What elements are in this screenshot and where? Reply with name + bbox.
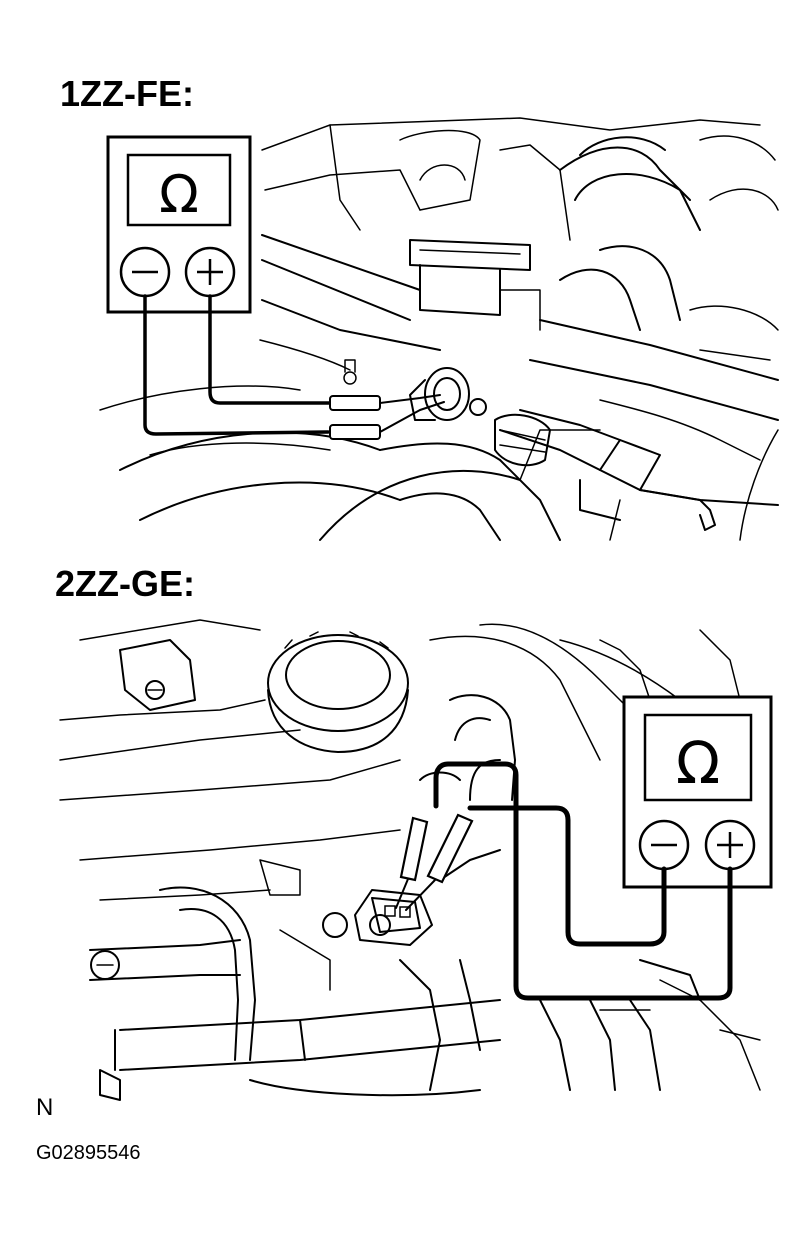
orientation-mark: N	[36, 1094, 54, 1121]
positive-lead-top	[208, 294, 332, 405]
ohmmeter-top: Ω	[106, 135, 252, 314]
positive-lead-bottom	[433, 761, 733, 1001]
ohmmeter-top-display	[126, 153, 232, 227]
ohm-symbol-bottom: Ω	[676, 729, 720, 797]
negative-lead-bottom	[467, 805, 667, 947]
figure-code: G02895546	[36, 1142, 141, 1164]
test-leads-bottom	[395, 761, 733, 1001]
negative-lead-top	[143, 294, 330, 436]
ohmmeter-bottom-display	[643, 713, 753, 802]
engine-label-2zz-ge: 2ZZ-GE:	[55, 563, 195, 604]
probe-tip-positive-bottom	[399, 816, 429, 882]
engine-bay-illustration-bottom	[59, 619, 761, 1101]
probe-tip-negative-top	[329, 424, 381, 440]
test-leads-top	[143, 294, 445, 440]
engine-label-1zz-fe: 1ZZ-FE:	[60, 73, 194, 114]
ohmmeter-bottom: Ω	[622, 695, 773, 889]
ohm-symbol-top: Ω	[159, 165, 199, 225]
probe-tip-negative-bottom	[426, 813, 474, 884]
probe-tip-positive-top	[329, 395, 381, 411]
